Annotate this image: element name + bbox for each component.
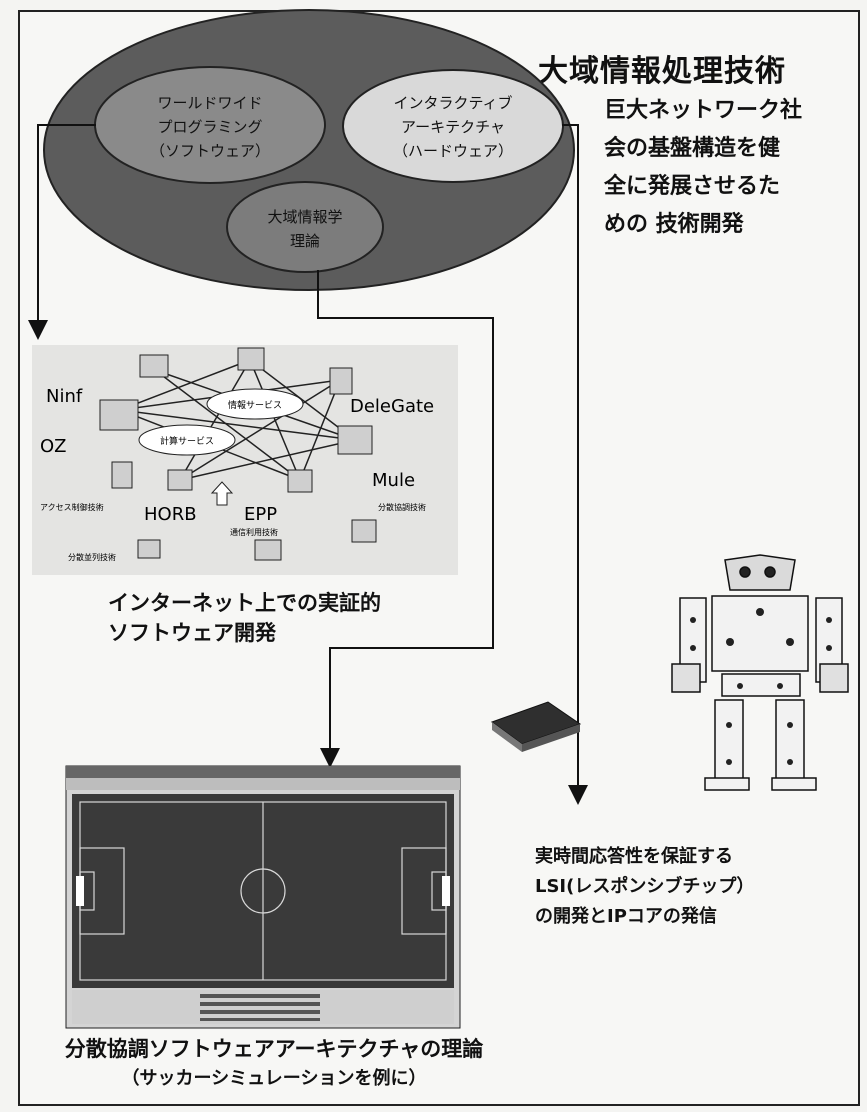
hardware-label-3: （ハードウェア）: [393, 142, 513, 160]
server-11: [137, 539, 161, 559]
label-epp: EPP: [244, 504, 277, 525]
network-diagram: 情報サービス 計算サービス Ninf OZ DeleGate Mule HORB…: [32, 345, 458, 575]
label-horb: HORB: [144, 504, 197, 525]
server-9: [254, 539, 282, 561]
soccer-caption: 分散協調ソフトウェアアーキテクチャの理論 （サッカーシミュレーションを例に）: [64, 1037, 484, 1089]
server-7: [287, 469, 313, 493]
software-label-1: ワールドワイド: [157, 94, 262, 112]
server-3: [329, 367, 353, 395]
theory-label-1: 大域情報学: [267, 208, 342, 226]
label-comm: 通信利用技術: [230, 527, 278, 537]
lsi-chip-image: [490, 701, 582, 752]
arrow-to-soccer: [317, 270, 494, 768]
label-oz: OZ: [40, 436, 67, 457]
diagram-title: 大域情報処理技術: [538, 54, 786, 89]
server-6: [167, 469, 193, 491]
soccer-simulation-image: [65, 765, 461, 1029]
info-service-cloud: [206, 388, 304, 420]
theory-label-2: 理論: [290, 232, 320, 250]
server-10: [351, 519, 377, 543]
server-1: [139, 354, 169, 378]
server-8: [111, 461, 133, 489]
network-background: [32, 345, 458, 575]
label-parallel: 分散並列技術: [68, 552, 116, 562]
server-5: [337, 425, 373, 455]
compute-service-label: 計算サービス: [160, 435, 214, 447]
server-4: [99, 399, 139, 431]
arrow-to-chip: [562, 124, 588, 805]
info-service-label: 情報サービス: [228, 399, 282, 411]
arrow-to-network: [28, 124, 96, 340]
hardware-label-2: アーキテクチャ: [401, 118, 505, 136]
label-ninf: Ninf: [46, 386, 83, 407]
label-access: アクセス制御技術: [40, 502, 104, 512]
theory-ellipse: [226, 181, 384, 273]
hardware-label-1: インタラクティブ: [393, 94, 512, 112]
title-description: 巨大ネットワーク社 会の基盤構造を健 全に発展させるた めの 技術開発: [604, 98, 803, 237]
label-coop: 分散協調技術: [378, 502, 426, 512]
label-mule: Mule: [372, 470, 415, 491]
lsi-caption: 実時間応答性を保証する LSI(レスポンシブチップ） の開発とIPコアの発信: [535, 846, 755, 927]
up-arrow-icon: [210, 481, 234, 506]
compute-service-cloud: [138, 424, 236, 456]
server-2: [237, 347, 265, 371]
label-delegate: DeleGate: [350, 396, 434, 417]
network-caption: インターネット上での実証的 ソフトウェア開発: [108, 591, 381, 645]
software-label-3: （ソフトウェア）: [150, 142, 270, 160]
software-label-2: プログラミング: [157, 118, 262, 136]
robot-image: [671, 554, 849, 791]
